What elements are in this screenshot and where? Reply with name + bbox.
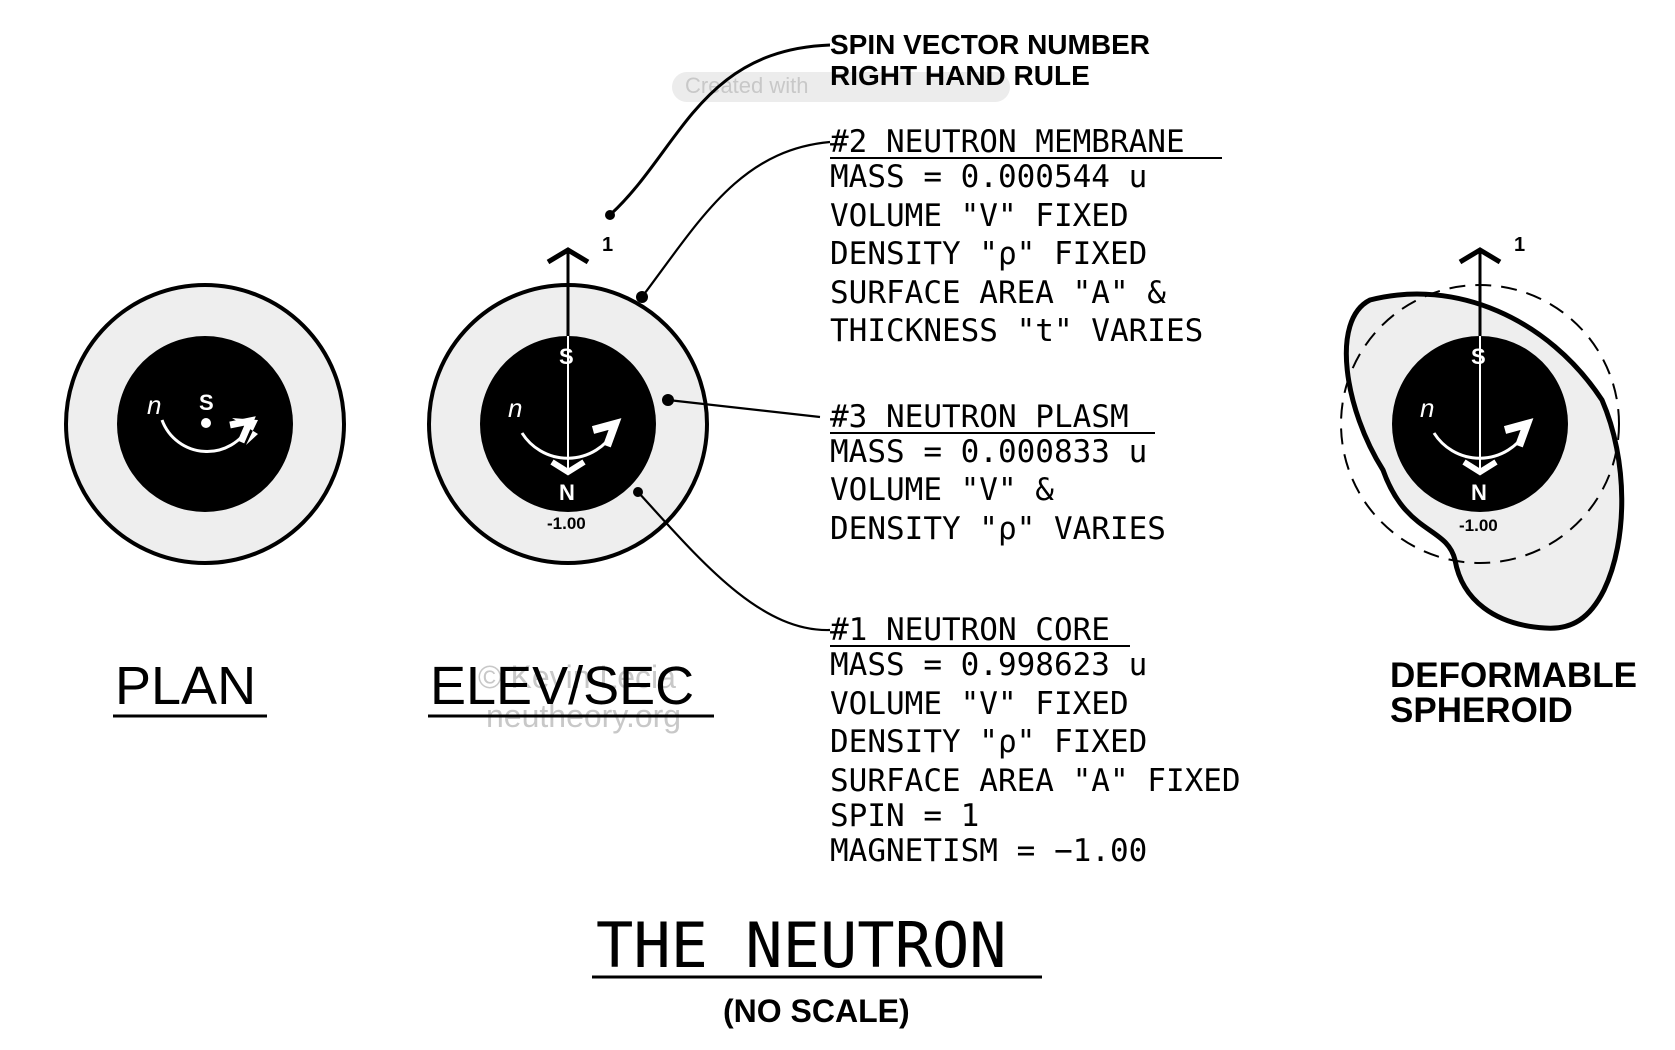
core-line: SPIN = 1 (830, 798, 979, 834)
deform-spin-number: 1 (1514, 234, 1525, 256)
membrane-line: SURFACE AREA "A" & (830, 275, 1166, 311)
deform-spin-arrow-icon (1458, 247, 1502, 265)
plasm-heading: #3 NEUTRON PLASM (830, 399, 1129, 435)
deform-spin-arrowhead-icon (1503, 418, 1534, 448)
watermark-created-text: Created with (685, 73, 809, 98)
plan-view: n S (64, 283, 346, 565)
membrane-line: DENSITY "ρ" FIXED (830, 236, 1147, 272)
plan-title: PLAN (115, 656, 256, 716)
core-line: MAGNETISM = −1.00 (830, 833, 1147, 869)
watermark-badge (672, 72, 1010, 102)
plan-spin-arrow-icon (229, 416, 256, 444)
plan-n-label: n (147, 390, 161, 420)
elev-spin-number: 1 (602, 234, 613, 256)
plasm-leader (667, 398, 821, 419)
membrane-heading: #2 NEUTRON MEMBRANE (830, 124, 1185, 160)
watermark-copyright: © Kevin Lecia (478, 659, 676, 695)
plan-s-label: S (199, 390, 214, 415)
membrane-line: VOLUME "V" FIXED (830, 198, 1129, 234)
spin-note-line1: SPIN VECTOR NUMBER (830, 29, 1150, 60)
deform-n-label: n (1420, 393, 1434, 423)
plan-axis-dot (201, 418, 211, 428)
deform-north-label: N (1471, 480, 1487, 505)
deform-north-chevron-icon (1462, 459, 1498, 476)
core-line: VOLUME "V" FIXED (830, 686, 1129, 722)
membrane-leader (641, 140, 831, 298)
spin-note-leader (609, 43, 831, 216)
plasm-line: MASS = 0.000833 u (830, 434, 1147, 470)
plasm-line: VOLUME "V" & (830, 472, 1054, 508)
elev-title: ELEV/SEC (430, 656, 694, 716)
elev-spin-arrowhead-icon (591, 418, 622, 448)
core-line: SURFACE AREA "A" FIXED (830, 763, 1241, 799)
deform-title-line2: SPHEROID (1390, 691, 1573, 730)
membrane-leader-dot (636, 291, 648, 303)
deform-title-line1: DEFORMABLE (1390, 656, 1637, 695)
core-line: DENSITY "ρ" FIXED (830, 724, 1147, 760)
plasm-leader-dot (662, 394, 674, 406)
membrane-line: THICKNESS "t" VARIES (830, 313, 1203, 349)
elev-magnetism-label: -1.00 (547, 514, 586, 533)
leader-lines (605, 43, 831, 632)
core-leader-dot (633, 487, 643, 497)
membrane-note: #2 NEUTRON MEMBRANE MASS = 0.000544 u VO… (830, 124, 1222, 349)
spin-note-leader-dot (605, 210, 615, 220)
main-title: THE NEUTRON (596, 909, 1007, 982)
elev-spin-arrow-icon (546, 247, 590, 265)
deform-magnetism-label: -1.00 (1459, 516, 1498, 535)
core-line: MASS = 0.998623 u (830, 647, 1147, 683)
elev-north-label: N (559, 480, 575, 505)
core-heading: #1 NEUTRON CORE (830, 612, 1110, 648)
core-note: #1 NEUTRON CORE MASS = 0.998623 u VOLUME… (830, 612, 1241, 869)
core-leader (637, 491, 831, 632)
spin-note-line2: RIGHT HAND RULE (830, 60, 1090, 91)
deformable-view: 1 S n N -1.00 (1340, 234, 1625, 631)
elev-s-label: S (559, 344, 574, 369)
plasm-line: DENSITY "ρ" VARIES (830, 511, 1166, 547)
elev-n-label: n (508, 393, 522, 423)
plasm-note: #3 NEUTRON PLASM MASS = 0.000833 u VOLUM… (830, 399, 1166, 547)
deform-s-label: S (1471, 344, 1486, 369)
membrane-line: MASS = 0.000544 u (830, 159, 1147, 195)
main-subtitle: (NO SCALE) (723, 993, 910, 1029)
elev-north-chevron-icon (550, 459, 586, 476)
